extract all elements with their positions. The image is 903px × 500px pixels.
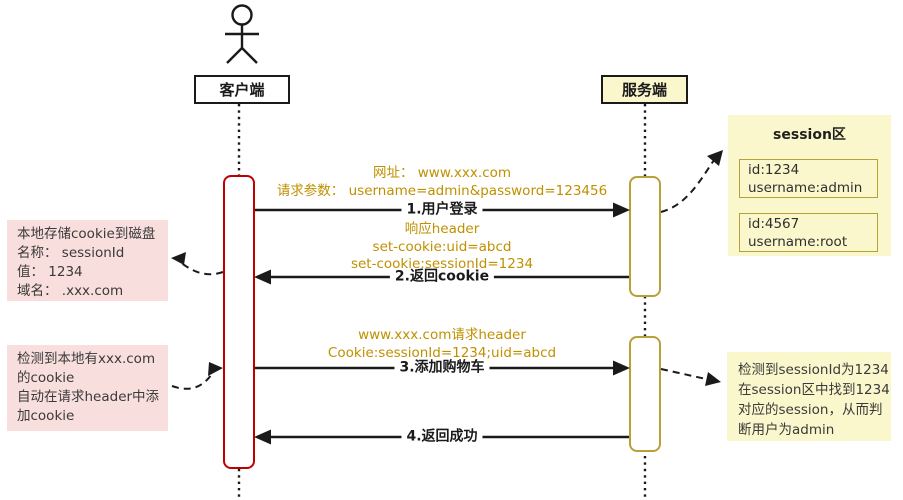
note-session-store: session区 id:1234 username:admin id:4567 … (728, 115, 891, 256)
note-line: 名称： sessionId (17, 245, 125, 261)
client-activation-bar (223, 175, 255, 469)
annotation-line: 请求参数： username=admin&password=123456 (276, 182, 608, 199)
participant-server-label: 服务端 (621, 81, 667, 99)
participant-client: 客户端 (194, 75, 290, 104)
session-entry-line: id:1234 (748, 162, 800, 178)
participant-server: 服务端 (601, 75, 688, 104)
note-line: 检测到本地有xxx.com (17, 351, 156, 367)
message-4-label: 4.返回成功 (401, 428, 483, 446)
server-activation-bar-2 (629, 336, 661, 452)
note-line: 的cookie (17, 370, 75, 386)
note-line: 检测到sessionId为1234 (738, 362, 889, 378)
note-connector-store-cookie (171, 252, 224, 276)
note-line: 在session区中找到1234 (738, 382, 890, 398)
note-line: 值： 1234 (17, 264, 83, 280)
note-line: 断用户为admin (738, 422, 835, 438)
annotation-line: set-cookie:sessionId=1234 (350, 256, 534, 272)
note-line: 本地存储cookie到磁盘 (17, 226, 156, 242)
message-2-label: 2.返回cookie (389, 268, 495, 286)
session-entry-1: id:1234 username:admin (739, 159, 878, 198)
annotation-line: www.xxx.com请求header (358, 327, 526, 343)
note-line: 加cookie (17, 408, 75, 424)
message-1-label: 1.用户登录 (401, 201, 483, 219)
annotation-line: Cookie:sessionId=1234;uid=abcd (327, 344, 557, 361)
message-2-annotation: 响应header set-cookie:uid=abcd set-cookie:… (351, 221, 533, 274)
actor-icon (225, 4, 259, 64)
note-connector-session-lookup (660, 368, 721, 386)
session-entry-line: username:admin (748, 180, 863, 196)
note-line: 对应的session，从而判 (738, 402, 883, 418)
session-entry-2: id:4567 username:root (739, 213, 878, 252)
note-line: 自动在请求header中添 (17, 389, 160, 405)
note-connector-session-store (660, 150, 723, 213)
session-store-title: session区 (773, 127, 846, 143)
note-store-cookie: 本地存储cookie到磁盘 名称： sessionId 值： 1234 域名： … (7, 220, 168, 301)
server-activation-bar-1 (629, 176, 661, 297)
annotation-line: set-cookie:uid=abcd (372, 238, 512, 255)
session-entry-line: id:4567 (748, 216, 800, 232)
message-3-label: 3.添加购物车 (394, 359, 490, 377)
note-connector-attach-cookie (171, 362, 223, 390)
participant-client-label: 客户端 (219, 81, 265, 99)
annotation-line: 响应header (404, 221, 480, 237)
note-line: 域名： .xxx.com (17, 283, 124, 299)
note-attach-cookie: 检测到本地有xxx.com 的cookie 自动在请求header中添 加coo… (7, 345, 168, 431)
note-session-lookup: 检测到sessionId为1234 在session区中找到1234 对应的se… (727, 352, 891, 441)
session-entry-line: username:root (748, 234, 848, 250)
message-1-annotation: 网址： www.xxx.com 请求参数： username=admin&pas… (277, 165, 607, 200)
annotation-line: 网址： www.xxx.com (372, 165, 512, 181)
message-3-annotation: www.xxx.com请求header Cookie:sessionId=123… (328, 327, 556, 362)
